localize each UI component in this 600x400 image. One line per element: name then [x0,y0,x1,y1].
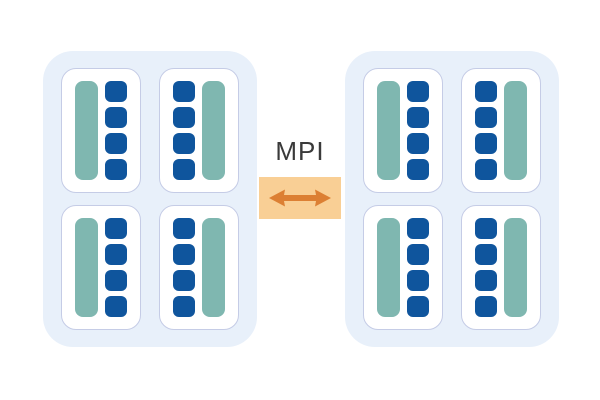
core-square [407,133,429,154]
memory-bar [377,81,400,180]
core-square [173,107,195,128]
core-square [475,218,497,239]
cpu-socket [363,68,443,193]
core-column [173,218,195,317]
core-square [173,270,195,291]
compute-node-right [345,51,559,347]
cpu-socket [363,205,443,330]
cpu-socket [61,205,141,330]
core-column [105,81,127,180]
memory-bar [75,81,98,180]
memory-bar [504,218,527,317]
core-square [407,244,429,265]
core-square [105,81,127,102]
memory-bar [202,81,225,180]
cpu-socket [461,68,541,193]
core-square [407,81,429,102]
compute-node-left [43,51,257,347]
core-column [475,81,497,180]
core-square [407,296,429,317]
core-column [105,218,127,317]
core-square [105,244,127,265]
core-square [475,159,497,180]
core-square [105,159,127,180]
mpi-connector [259,177,341,219]
core-square [407,270,429,291]
core-square [475,244,497,265]
memory-bar [202,218,225,317]
double-arrow-icon [269,189,331,207]
core-square [475,133,497,154]
core-square [105,107,127,128]
core-square [173,81,195,102]
core-square [105,133,127,154]
core-square [407,159,429,180]
cpu-socket [159,68,239,193]
core-square [475,107,497,128]
mpi-label: MPI [275,136,325,166]
core-square [475,81,497,102]
core-square [105,270,127,291]
core-square [105,218,127,239]
core-square [407,107,429,128]
cpu-socket [61,68,141,193]
core-column [407,218,429,317]
core-square [475,270,497,291]
core-square [173,244,195,265]
core-column [475,218,497,317]
core-square [475,296,497,317]
core-square [173,296,195,317]
cpu-socket [461,205,541,330]
core-column [407,81,429,180]
memory-bar [75,218,98,317]
core-square [173,218,195,239]
core-square [173,133,195,154]
cpu-socket [159,205,239,330]
core-square [105,296,127,317]
memory-bar [377,218,400,317]
core-column [173,81,195,180]
core-square [173,159,195,180]
memory-bar [504,81,527,180]
core-square [407,218,429,239]
